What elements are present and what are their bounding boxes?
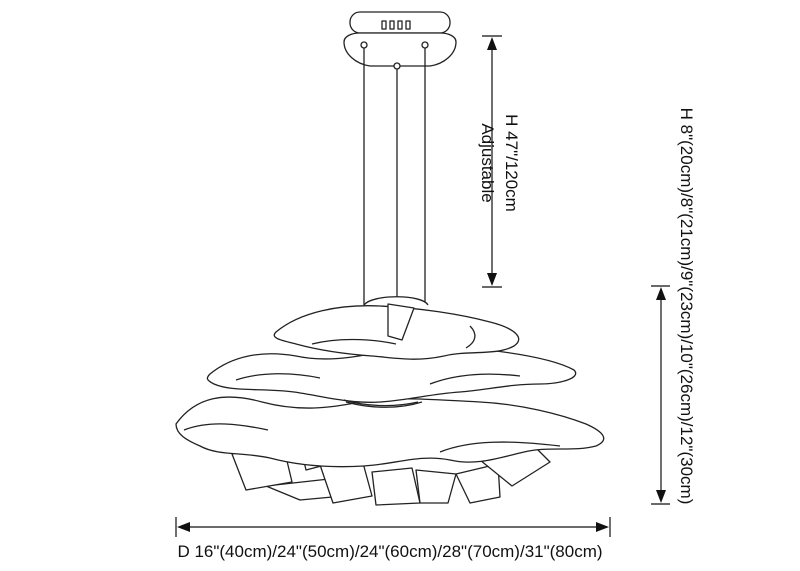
cable-height-dimension (482, 35, 502, 288)
body-height-dimension (651, 285, 670, 505)
canopy-screw (421, 41, 429, 49)
cable-height-label: H 47"/120cm (502, 114, 521, 212)
canopy-screw (393, 62, 401, 70)
diameter-label: D 16"(40cm)/24"(50cm)/24"(60cm)/28"(70cm… (177, 542, 602, 561)
diameter-dimension (175, 517, 611, 537)
petal-lamp-body (175, 303, 605, 506)
center-cap (363, 296, 429, 306)
body-height-label: H 8"(20cm)/8"(21cm)/9"(23cm)/10"(26cm)/1… (677, 108, 696, 505)
suspension-cables (363, 48, 426, 305)
canopy-vent-slots (381, 20, 411, 30)
adjustable-label: Adjustable (478, 123, 497, 202)
ceiling-canopy (343, 11, 457, 70)
canopy-screw (360, 41, 368, 49)
